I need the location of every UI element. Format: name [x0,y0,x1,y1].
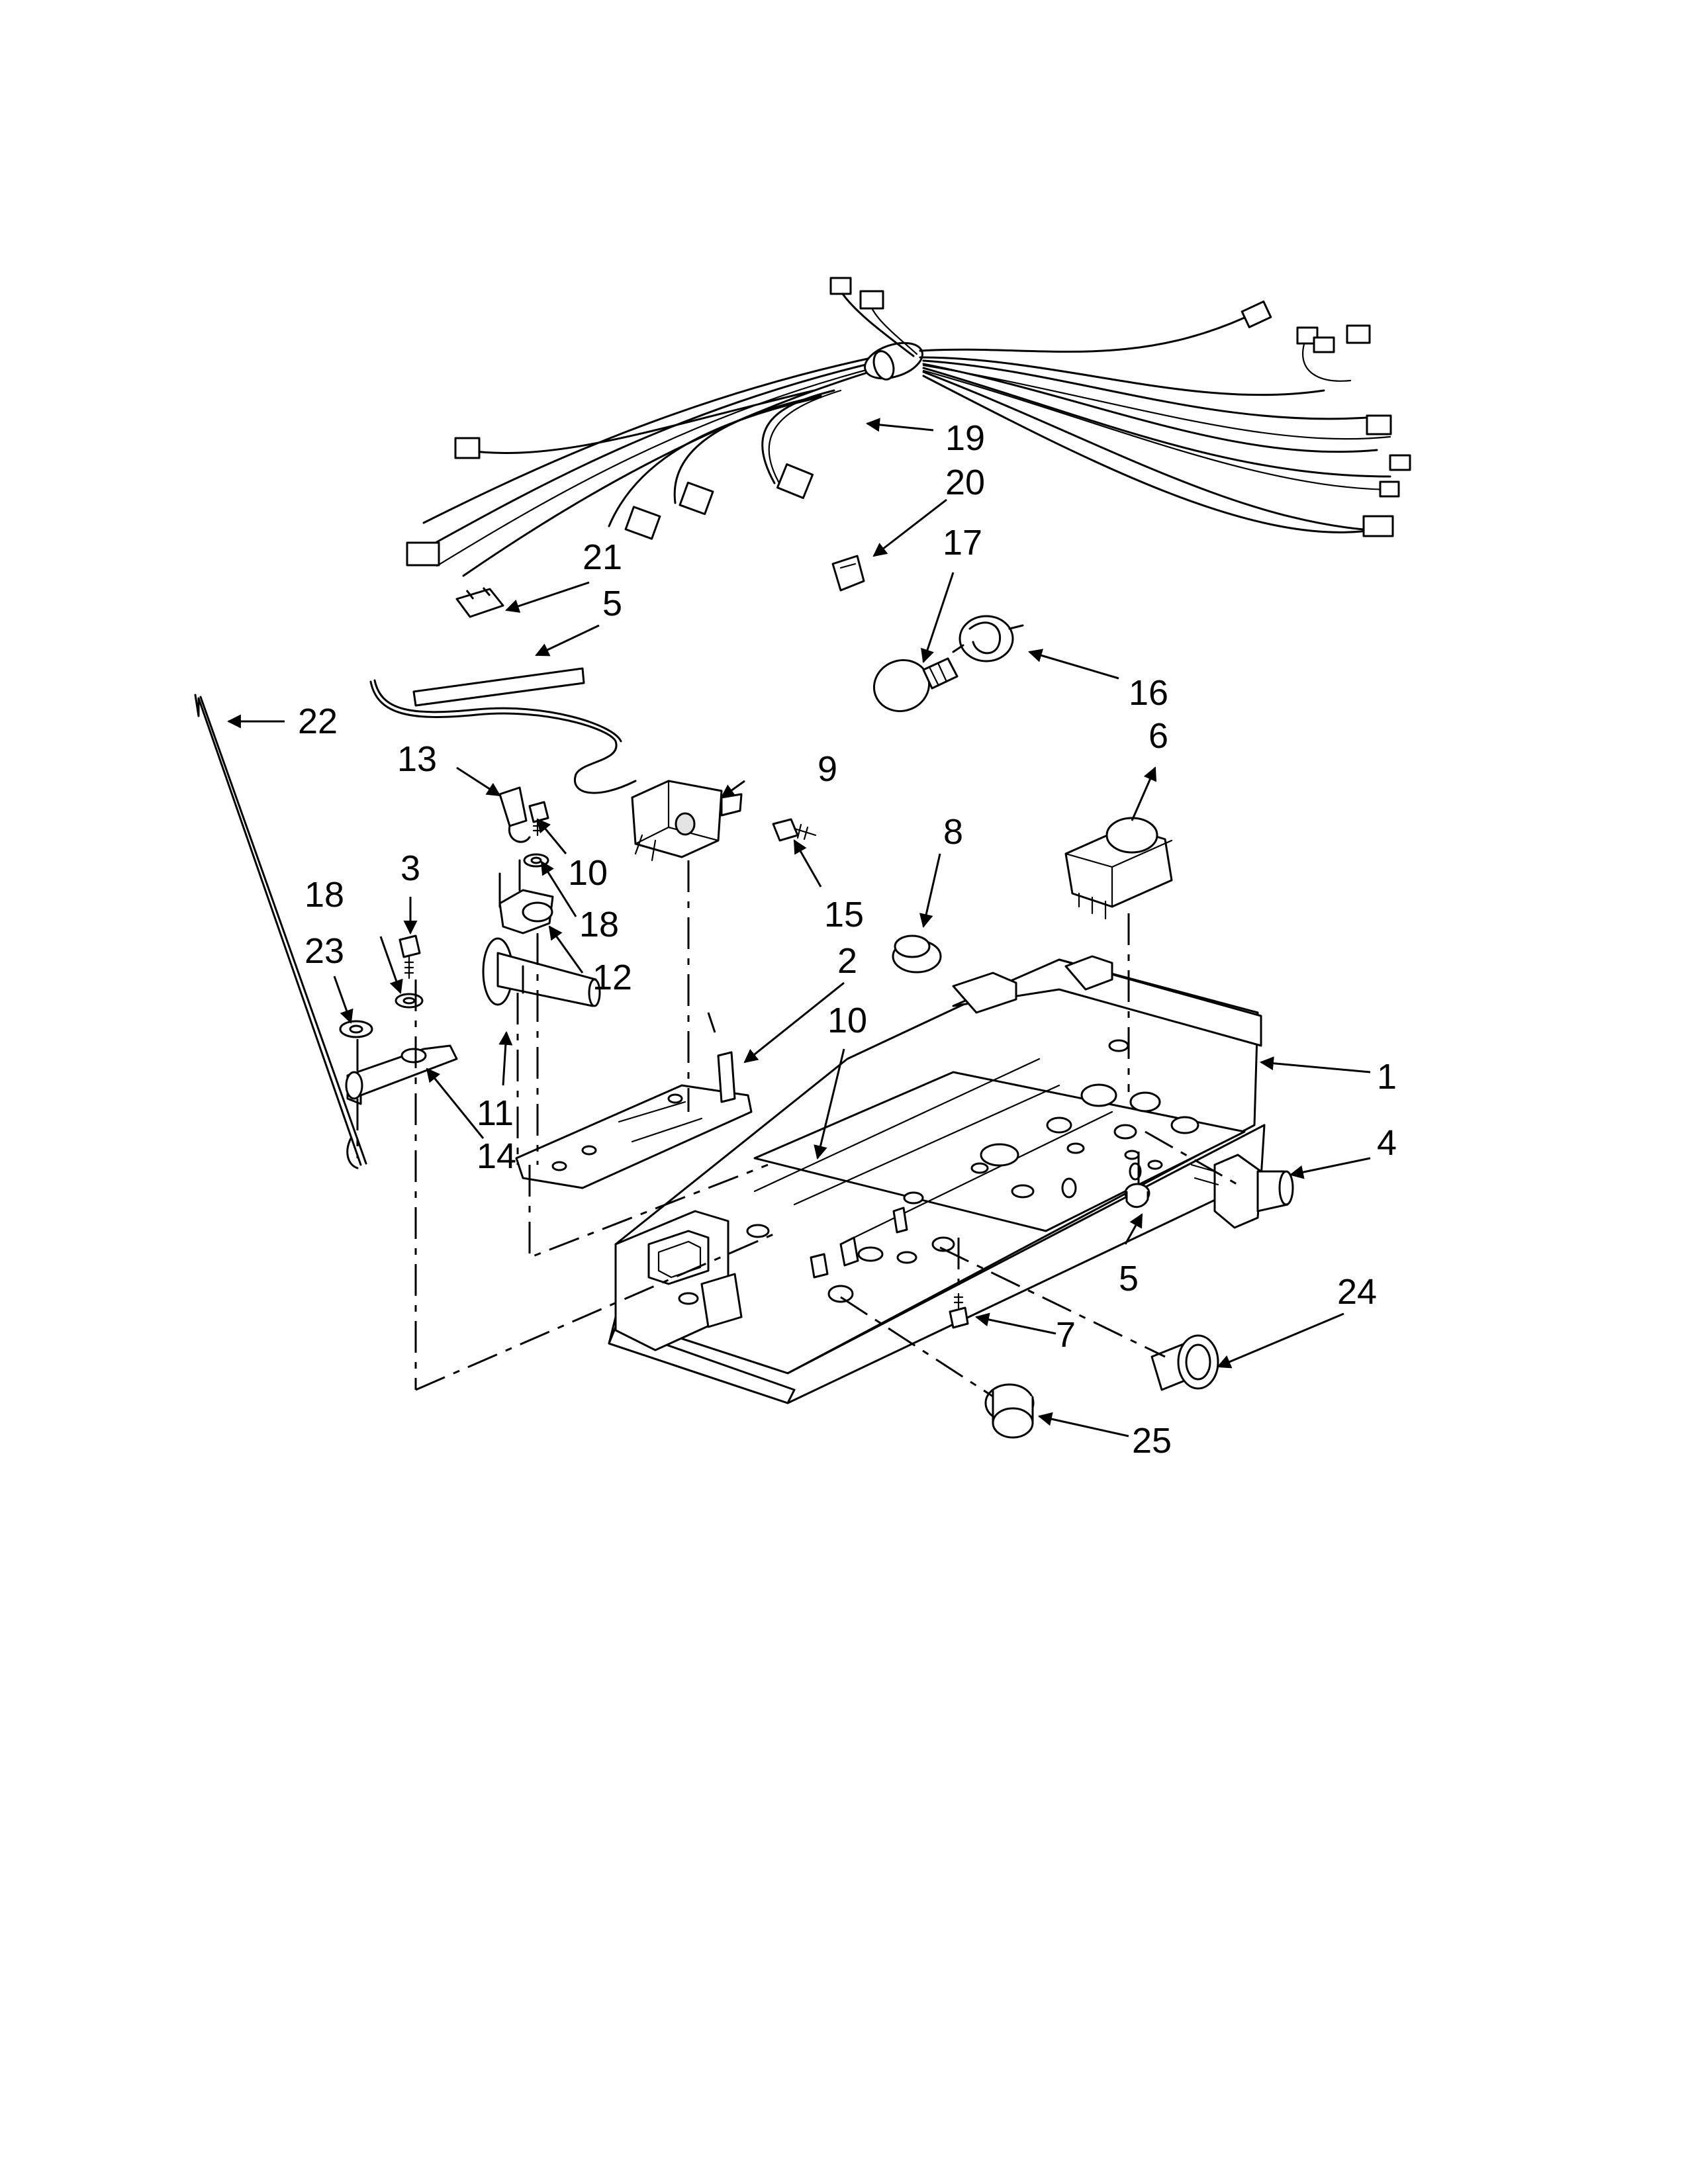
callout-labels: 19 20 17 16 21 5 22 13 9 6 10 8 15 3 18 … [298,418,1397,1461]
screw-part [949,1293,969,1329]
wire-harness [406,277,1411,577]
bushing-part [1150,1334,1219,1391]
callout-21: 21 [583,537,622,577]
callout-7: 7 [1056,1315,1076,1355]
harness-clip-part [831,555,865,592]
callout-19: 19 [945,418,985,458]
callout-12: 12 [592,958,632,997]
callout-5-button: 5 [1119,1259,1139,1298]
wire-rod-part [194,694,367,1169]
tubing-part [369,667,637,794]
spring-clip-part [498,786,531,843]
callout-22: 22 [298,702,338,741]
light-socket-part [952,615,1024,662]
callout-11: 11 [477,1093,514,1133]
callout-5-tube: 5 [602,584,622,623]
callout-23: 23 [305,931,344,971]
callout-8: 8 [943,812,963,852]
callout-18-lower: 18 [305,875,344,915]
callout-13: 13 [397,739,437,779]
bushing-part [984,1383,1035,1439]
callout-1: 1 [1377,1057,1397,1097]
light-bulb-part [872,657,959,712]
callout-16: 16 [1129,673,1168,713]
screw-part [399,934,421,979]
defrost-timer-part [1064,817,1173,920]
bracket-part [498,859,554,934]
lever-part [345,1044,458,1105]
callout-20: 20 [945,463,985,502]
screw-part [772,818,817,842]
callout-14: 14 [477,1136,516,1176]
callout-6: 6 [1149,716,1168,756]
callout-18-upper: 18 [579,905,619,944]
callout-10-lower: 10 [827,1001,867,1040]
callout-4: 4 [1377,1123,1397,1163]
callout-15: 15 [824,895,864,934]
door-switch-part [1190,1154,1294,1229]
assembly-lines [356,860,1239,1398]
callout-17: 17 [943,523,982,563]
callout-10-upper: 10 [568,853,608,893]
callout-9: 9 [818,749,837,789]
wire-clip-part [455,587,504,618]
actuator-shaft-part [482,937,601,1007]
callout-25: 25 [1132,1421,1172,1461]
switch-part [631,780,743,862]
control-housing-part [608,955,1266,1404]
leader-arrows [226,418,1371,1437]
button-part [1124,1183,1150,1208]
callout-2: 2 [837,941,857,981]
plug-part [892,934,942,974]
callout-3: 3 [400,848,420,888]
mounting-bracket-part [515,1051,753,1189]
callout-24: 24 [1337,1272,1377,1312]
